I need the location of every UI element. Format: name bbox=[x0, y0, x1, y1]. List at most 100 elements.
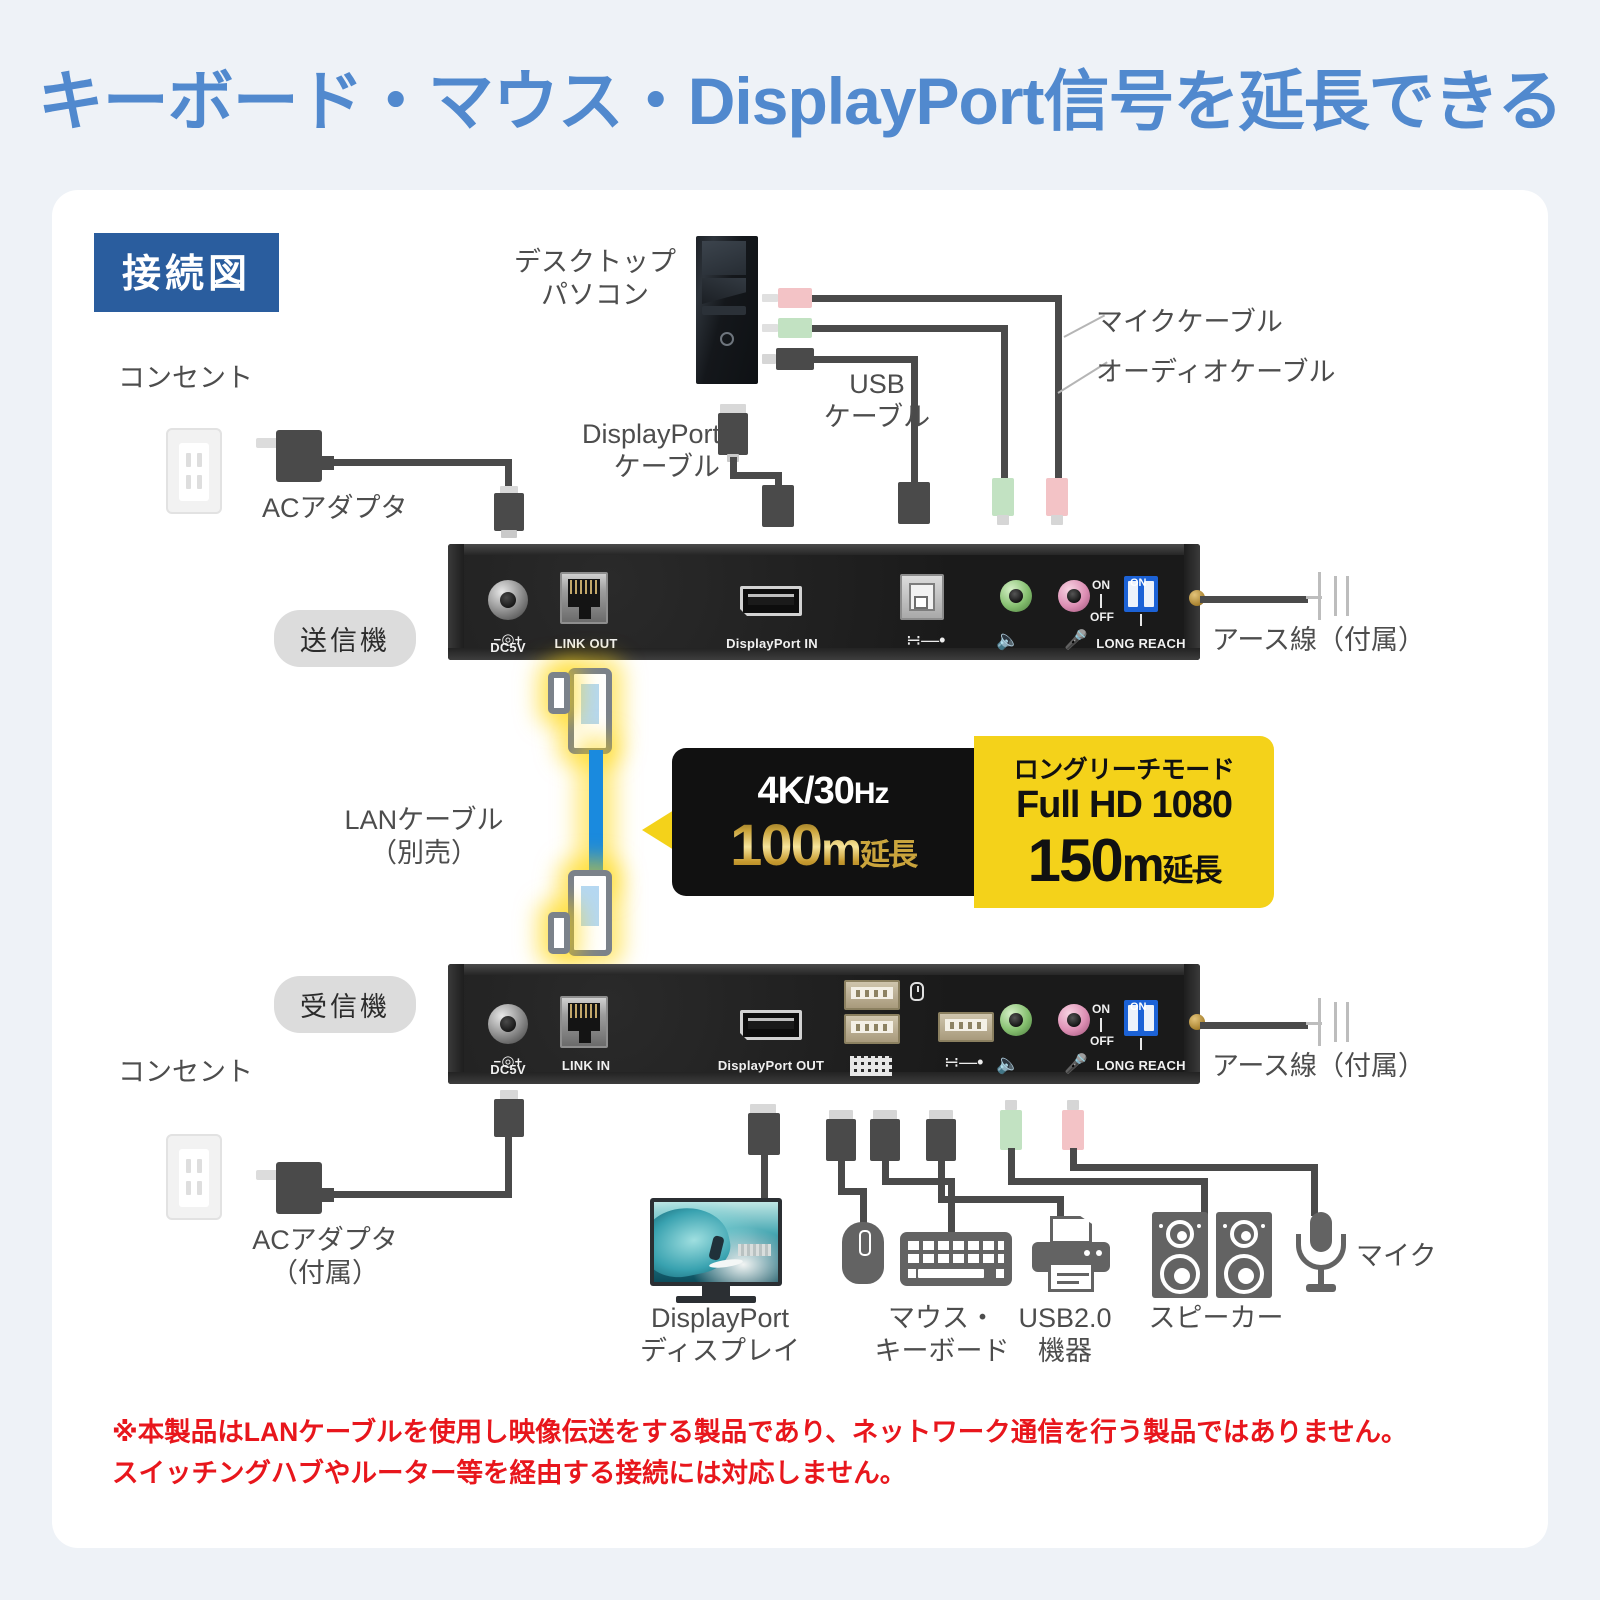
pc-power-button[interactable] bbox=[720, 332, 734, 346]
long-reach-label: LONG REACH bbox=[1096, 1058, 1186, 1073]
outlet-slot bbox=[186, 475, 191, 489]
usb-plug-body bbox=[776, 348, 814, 370]
ground-wire-label-top: アース線（付属） bbox=[1212, 625, 1426, 655]
usb-a-port-lower[interactable] bbox=[844, 1014, 900, 1044]
usb-a-port-upper[interactable] bbox=[844, 980, 900, 1010]
speaker-icon: 🔈 bbox=[996, 630, 1020, 651]
dp-plug-tip bbox=[720, 404, 746, 414]
mic-plug-body bbox=[1062, 1110, 1084, 1150]
speaker-left-icon bbox=[1152, 1212, 1208, 1298]
lan-cable-line bbox=[589, 750, 603, 882]
ac-cable-bottom-v bbox=[505, 1132, 512, 1194]
dip-switch-on-label: ON bbox=[1130, 1001, 1147, 1013]
callout-pointer bbox=[642, 810, 674, 850]
outlet-label-bottom: コンセント bbox=[118, 1057, 253, 1087]
mic-cable-h2 bbox=[1070, 1164, 1318, 1171]
keyboard-spacebar bbox=[918, 1269, 984, 1278]
ground-symbol-bar2 bbox=[1334, 576, 1337, 616]
outlet-slot bbox=[197, 1181, 202, 1195]
dp-cable-v1 bbox=[730, 457, 737, 479]
ground-wire-top bbox=[1200, 596, 1308, 603]
speaker-out-jack[interactable] bbox=[1000, 1004, 1032, 1036]
rj45-link-in-port[interactable] bbox=[560, 996, 608, 1048]
mic-in-jack[interactable] bbox=[1058, 580, 1090, 612]
usb-a-pins bbox=[856, 990, 888, 997]
keyboard-modifier-right bbox=[996, 1269, 1004, 1278]
rj45-link-out-port[interactable] bbox=[560, 572, 608, 624]
usb-printer-icon bbox=[1032, 1216, 1110, 1294]
longreach-distance-suffix: 延長 bbox=[1162, 853, 1222, 888]
mic-cable-v bbox=[1055, 295, 1062, 480]
mic-in-jack[interactable] bbox=[1058, 1004, 1090, 1036]
displayport-out-port[interactable] bbox=[740, 1010, 802, 1040]
screen-city bbox=[738, 1243, 771, 1257]
long-reach-dip-switch[interactable] bbox=[1124, 576, 1158, 612]
dip-lever-2[interactable] bbox=[1144, 1005, 1154, 1031]
ac-adapter-body bbox=[276, 1162, 322, 1214]
speaker-screw bbox=[1159, 1224, 1163, 1228]
audio-cable-h bbox=[812, 325, 1008, 332]
dip-switch-on-label: ON bbox=[1130, 577, 1147, 589]
printer-cable-v2 bbox=[1057, 1196, 1064, 1218]
mouse-cable-v1 bbox=[838, 1150, 845, 1194]
transmitter-device: −◎+ DC5V LINK OUT DisplayPort IN ∺—• 🔈 🎤… bbox=[448, 544, 1205, 660]
speaker-out-jack[interactable] bbox=[1000, 580, 1032, 612]
dip-lever-2[interactable] bbox=[1144, 581, 1154, 607]
longreach-distance-unit: m bbox=[1121, 839, 1165, 892]
device-bottom-edge bbox=[448, 1072, 1200, 1084]
rj45-tab bbox=[579, 606, 591, 619]
dc-plug-tip bbox=[500, 486, 518, 494]
usb-b-port[interactable] bbox=[900, 574, 944, 620]
microphone-icon: 🎤 bbox=[1064, 1054, 1088, 1075]
rj45-plug-lower bbox=[568, 870, 612, 956]
dc-power-jack[interactable] bbox=[488, 580, 528, 620]
displayport-in-port[interactable] bbox=[740, 586, 802, 616]
ground-symbol-lead bbox=[1306, 1022, 1322, 1025]
dc-port-label: DC5V bbox=[490, 640, 526, 655]
dip-off-text: OFF bbox=[1090, 610, 1114, 624]
ground-symbol-bar2 bbox=[1334, 1002, 1337, 1042]
monitor-base bbox=[676, 1296, 756, 1303]
usb-a-port-device[interactable] bbox=[938, 1012, 994, 1042]
dp-port-mouth bbox=[748, 1018, 794, 1029]
rj45-plug-upper-clip bbox=[548, 672, 570, 714]
usb-icon: ∺—• bbox=[906, 630, 946, 650]
longreach-distance-value: 150 bbox=[1027, 827, 1124, 894]
long-reach-dip-switch[interactable] bbox=[1124, 1000, 1158, 1036]
speaker-cable-h bbox=[1008, 1178, 1208, 1185]
dc-port-label: DC5V bbox=[490, 1062, 526, 1077]
mic-plug-body bbox=[778, 288, 812, 308]
dip-on-text: ON bbox=[1092, 578, 1110, 592]
ac-adapter-label-top: ACアダプタ bbox=[262, 493, 408, 523]
resolution-unit: Hz bbox=[853, 777, 890, 810]
mic-plug-body bbox=[1046, 478, 1068, 516]
audio-plug-body bbox=[1000, 1110, 1022, 1150]
wall-outlet-top bbox=[166, 428, 222, 514]
outlet-slot bbox=[186, 1181, 191, 1195]
usb-plug-tip bbox=[873, 1110, 897, 1120]
dp-port-mouth bbox=[748, 594, 794, 605]
usb-b-contact bbox=[914, 596, 928, 609]
longreach-distance: 150m延長 bbox=[974, 826, 1274, 895]
outlet-face bbox=[179, 443, 209, 501]
displayport-display-icon bbox=[650, 1198, 782, 1286]
speaker-right-icon bbox=[1216, 1212, 1272, 1298]
dip-lever-1[interactable] bbox=[1128, 581, 1138, 607]
displayport-in-label: DisplayPort IN bbox=[726, 636, 818, 651]
pc-panel-mid bbox=[702, 278, 746, 304]
speaker-tweeter bbox=[1230, 1220, 1258, 1248]
dc-label-symbol: −◎+ bbox=[493, 1053, 523, 1070]
mic-stem bbox=[1318, 1268, 1324, 1286]
keyboard-device-icon bbox=[900, 1232, 1012, 1286]
ac-adapter-prong bbox=[256, 438, 278, 448]
microphone-label: マイク bbox=[1356, 1241, 1437, 1271]
outlet-face bbox=[179, 1149, 209, 1207]
dc-power-jack[interactable] bbox=[488, 1004, 528, 1044]
monitor-stand bbox=[702, 1286, 730, 1296]
microphone-device-icon bbox=[1292, 1212, 1350, 1294]
monitor-screen bbox=[654, 1202, 778, 1282]
audio-plug-body bbox=[992, 478, 1014, 516]
audio-plug-neck bbox=[1005, 1100, 1017, 1110]
dip-lever-1[interactable] bbox=[1128, 1005, 1138, 1031]
displayport-cable-label: DisplayPort ケーブル bbox=[581, 419, 720, 482]
